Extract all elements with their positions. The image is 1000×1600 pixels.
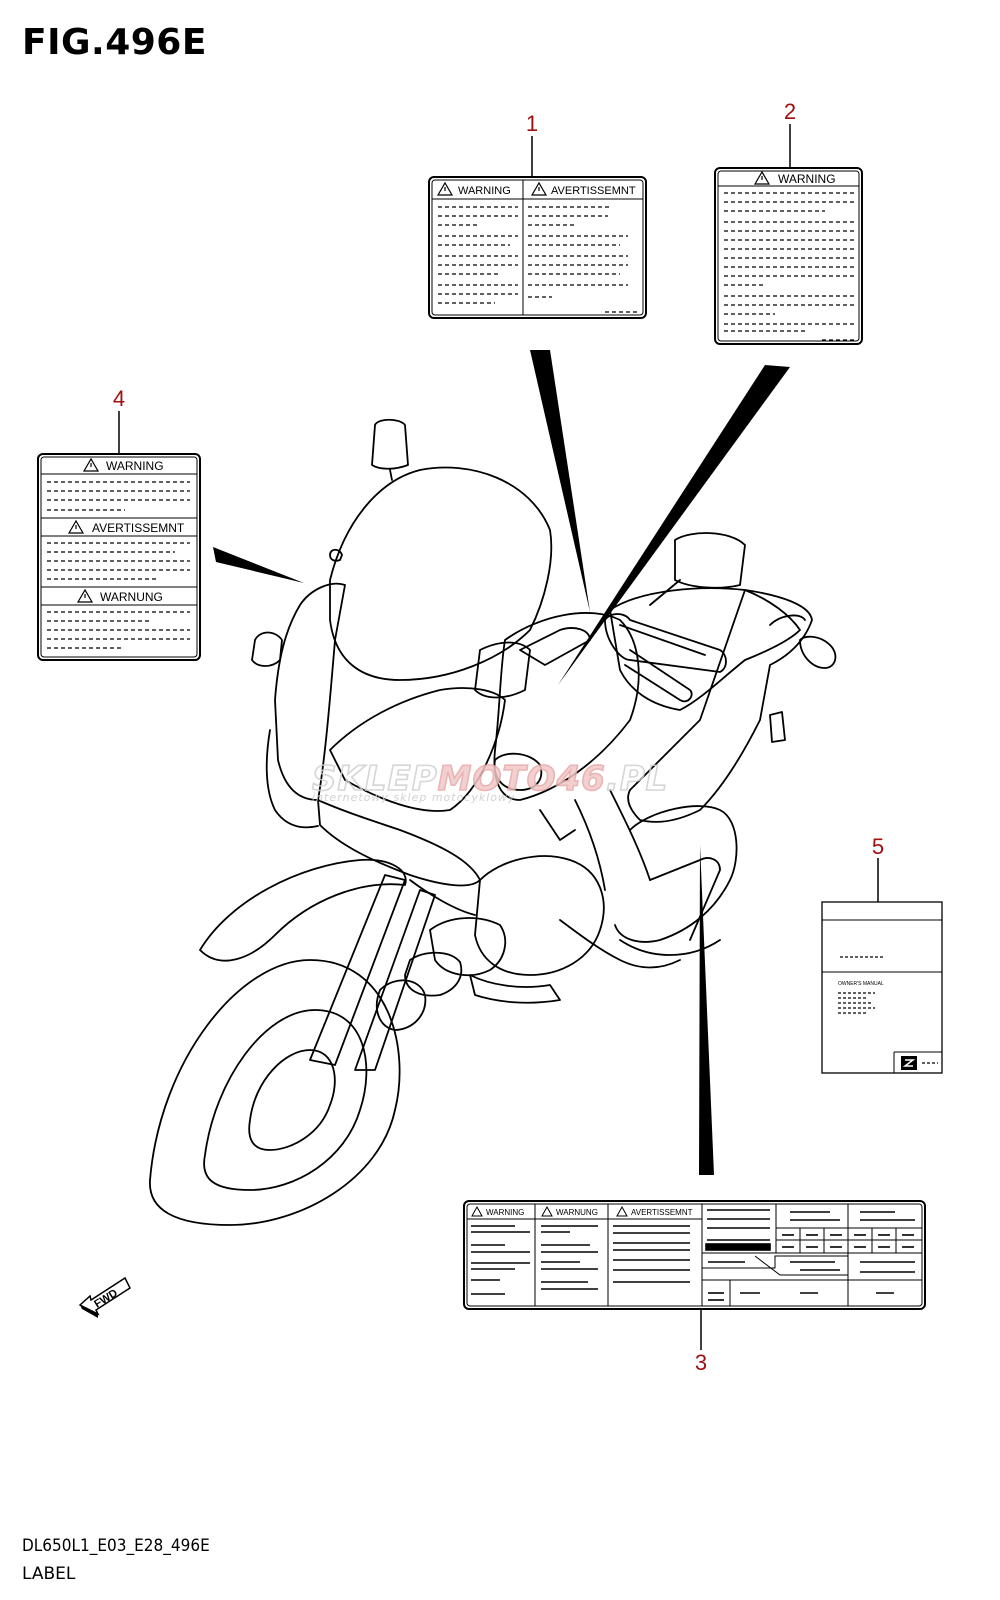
- label-1-left-header: WARNING: [458, 185, 511, 197]
- label-4-body-lines: [47, 481, 190, 649]
- label-4-header-3: WARNUNG: [100, 590, 163, 604]
- warning-triangle-icon: [541, 1205, 553, 1217]
- motorcycle-outline: [149, 418, 837, 1226]
- watermark-brand-a: SKLEP: [312, 759, 438, 799]
- watermark: SKLEPMOTO46.PL internetowy sklep motocyk…: [311, 758, 668, 804]
- warning-triangle-icon: [67, 519, 85, 534]
- label-4: WARNING AVERTISSEMNT WARNUNG: [37, 411, 201, 661]
- label-1-right-header: AVERTISSEMNT: [551, 185, 636, 197]
- warning-triangle-icon: [616, 1205, 628, 1217]
- warning-triangle-icon: [82, 457, 100, 472]
- fwd-arrow-icon: FWD: [78, 1276, 131, 1318]
- callout-1: 1: [526, 111, 538, 136]
- pointer-wedges: [213, 350, 790, 1175]
- label-3-header-2: WARNUNG: [556, 1208, 598, 1217]
- callout-2: 2: [784, 99, 796, 124]
- label-3-header-3: AVERTISSEMNT: [631, 1208, 693, 1217]
- label-3-header-1: WARNING: [486, 1208, 524, 1217]
- watermark-brand-c: 46: [556, 759, 606, 799]
- label-1-body-lines: [438, 206, 640, 313]
- label-4-header-1: WARNING: [106, 459, 164, 473]
- pointer-label-2: [558, 365, 790, 685]
- callout-3: 3: [695, 1350, 707, 1375]
- figure-caption: LABEL: [22, 1564, 76, 1584]
- watermark-brand-b: MOTO: [438, 759, 557, 799]
- suzuki-logo-icon: [901, 1056, 917, 1070]
- label-1: WARNING AVERTISSEMNT: [428, 136, 647, 319]
- label-4-header-2: AVERTISSEMNT: [92, 521, 185, 535]
- warning-triangle-icon: [76, 588, 94, 603]
- watermark-tagline: internetowy sklep motocyklowy: [312, 791, 516, 804]
- svg-text:SKLEPMOTO46.PL: SKLEPMOTO46.PL: [312, 759, 668, 799]
- pointer-label-3: [699, 845, 714, 1175]
- warning-triangle-icon: [530, 181, 548, 196]
- label-5: OWNER'S MANUAL: [821, 858, 943, 1074]
- label-3: WARNING WARNUNG AVERTISSEMNT: [463, 1200, 926, 1350]
- label-2-header: WARNING: [778, 172, 836, 186]
- warning-triangle-icon: [471, 1205, 483, 1217]
- warning-triangle-icon: [753, 170, 771, 185]
- owners-manual-text: OWNER'S MANUAL: [838, 981, 884, 987]
- figure-code: DL650L1_E03_E28_496E: [22, 1536, 210, 1556]
- callout-4: 4: [113, 386, 125, 411]
- label-2-body-lines: [724, 192, 856, 341]
- pointer-label-1: [530, 350, 590, 612]
- label-2: WARNING: [714, 124, 863, 345]
- figure-title: FIG.496E: [22, 22, 207, 63]
- watermark-brand-d: .PL: [606, 759, 669, 799]
- callout-5: 5: [872, 834, 884, 859]
- warning-triangle-icon: [436, 181, 454, 196]
- pointer-label-4: [213, 547, 304, 583]
